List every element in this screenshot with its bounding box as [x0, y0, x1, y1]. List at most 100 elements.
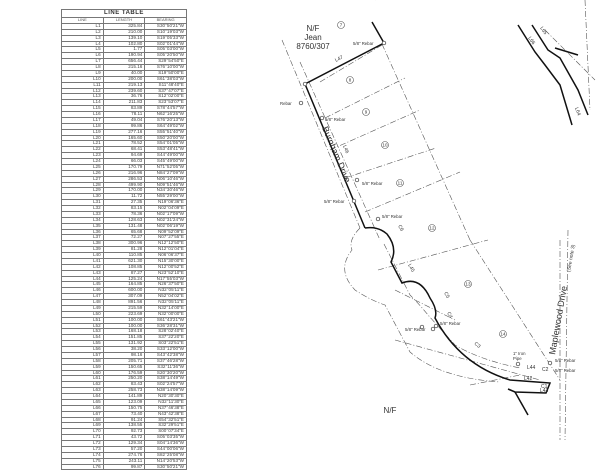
- line-bearing: S05°03'35"W: [144, 434, 187, 441]
- column-header-bearing: BEARING: [144, 17, 187, 24]
- rebar-label-10: 5/8" Rebar: [555, 368, 576, 373]
- label-l47: L47: [334, 54, 344, 63]
- label-l64: L64: [573, 107, 582, 117]
- label-l44: L44: [527, 365, 536, 371]
- line-bearing: S43°42'38"W: [144, 351, 187, 359]
- lot-number-circles: [337, 21, 507, 338]
- line-bearing: N23°52'10"E: [144, 269, 187, 277]
- rebar-label-8: 5/8" Rebar: [405, 327, 426, 332]
- adjoiner-bottom-nf: N/F: [384, 406, 397, 415]
- line-bearing: S00°07'34"E: [144, 428, 187, 436]
- lot-13: 13: [465, 282, 471, 287]
- line-bearing: N15°30'00"E: [144, 257, 187, 265]
- lot-12: 12: [429, 226, 435, 231]
- line-bearing: N32°11'30"E: [144, 398, 187, 406]
- line-bearing: S30°50'21"W: [144, 22, 187, 30]
- line-bearing: S61°38'03"W: [144, 75, 187, 83]
- rebar-label-5: 5/8" Rebar: [324, 199, 345, 204]
- rebar-label-2: Rebar: [280, 101, 292, 106]
- lot-9: 9: [365, 110, 368, 115]
- lot-numbers: 7 8 9 10 11 12 13 14: [340, 23, 506, 337]
- road-label-maplewood: Maplewood Drive: [547, 285, 569, 355]
- lot-14: 14: [500, 332, 506, 337]
- line-bearing: S20°30'20"W: [144, 369, 187, 377]
- lot-8: 8: [349, 78, 352, 83]
- line-id: L76: [61, 463, 104, 470]
- line-bearing: N20°30'30"E: [144, 393, 187, 400]
- rebar-label-9: 5/8" Rebar: [555, 358, 576, 363]
- line-bearing: S76°10'00"W: [144, 64, 187, 71]
- line-bearing: S61°43'21"W: [144, 316, 187, 324]
- line-bearing: N12°00'52"E: [144, 263, 187, 271]
- lot-7: 7: [340, 23, 343, 28]
- line-labels: L47 L46 L45 C6 C5 C4 C3 L44 L43 L42 C2 C…: [334, 26, 582, 394]
- label-c4: C4: [445, 311, 454, 320]
- iron-pipe-label-1: 1" Iron: [513, 351, 526, 356]
- adjoiner-top-deed: 8760/307: [296, 42, 330, 51]
- rebar-label-1: 5/8" Rebar: [353, 41, 374, 46]
- line-bearing: N32°05'11"E: [144, 299, 187, 306]
- line-bearing: N52°04'02"E: [144, 293, 187, 300]
- label-c5: C5: [442, 291, 451, 300]
- line-bearing: N32°05'11"E: [144, 287, 187, 295]
- line-bearing: N43°42'38"E: [144, 410, 187, 418]
- line-bearing: N17°55'03"W: [144, 275, 187, 283]
- line-bearing: S37°46'28"W: [144, 357, 187, 365]
- line-bearing: S33°12'00"W: [144, 346, 187, 353]
- label-l42: L42: [524, 376, 533, 382]
- road-note-maplewood: (See note 3): [566, 244, 577, 272]
- label-l43: L43: [540, 388, 549, 394]
- property-boundary: [304, 21, 589, 416]
- lot-11: 11: [398, 181, 403, 186]
- monument-markers: [298, 40, 553, 367]
- line-bearing: N37°46'38"E: [144, 404, 187, 412]
- line-bearing: S28°02'40"E: [144, 328, 187, 336]
- road-label-burnham: Burnham Drive: [320, 125, 353, 184]
- line-bearing: S78°44'57"W: [144, 105, 187, 112]
- rebar-label-7: 5/8" Rebar: [440, 321, 461, 326]
- line-bearing: S23°53'07"E: [144, 99, 187, 107]
- line-bearing: S54°32'51"E: [144, 416, 187, 424]
- plat-labels: N/F Jean 8760/307 N/F Burnham Drive Mapl…: [296, 24, 576, 415]
- lot-10: 10: [382, 143, 388, 148]
- adjoiner-top-nf: N/F: [307, 24, 320, 33]
- rebar-label-3: 5/8" Rebar: [325, 117, 346, 122]
- line-length: 99.87: [102, 463, 146, 470]
- line-bearing: S12°02'00"E: [144, 93, 187, 101]
- iron-pipe-label-2: Pipe: [513, 356, 522, 361]
- rebar-label-4: 5/8" Rebar: [362, 181, 383, 186]
- label-c1: C1: [541, 384, 548, 390]
- line-table-title: LINE TABLE: [61, 9, 187, 18]
- label-l45: L45: [406, 263, 415, 273]
